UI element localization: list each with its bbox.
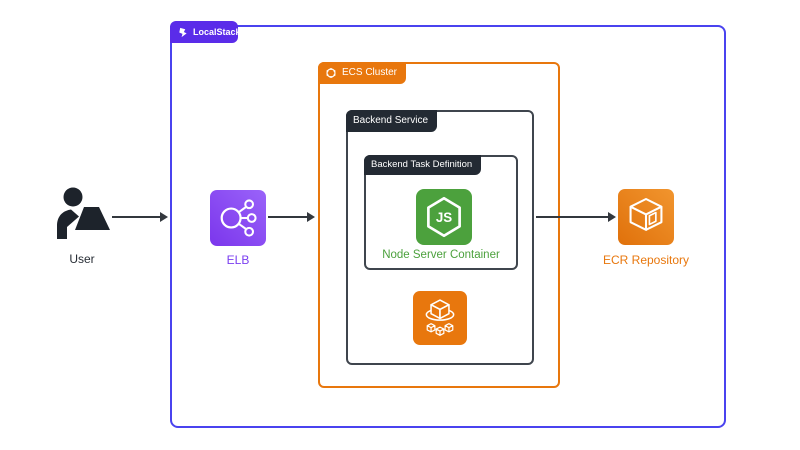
node-server-label: Node Server Container [382,249,500,261]
arrowhead-icon [160,212,168,222]
ecs-cluster-icon [325,67,337,79]
svg-text:JS: JS [436,210,452,225]
elb-label: ELB [226,253,250,267]
localstack-label: LocalStack [193,26,241,37]
ecs-cluster-tab: ECS Cluster [318,62,407,84]
arrowhead-icon [608,212,616,222]
elb-icon [210,190,266,246]
ecs-cluster-label: ECS Cluster [342,67,398,78]
nodejs-hexagon-icon: JS [427,196,461,238]
arrow-elb-to-ecs-cluster [268,212,315,222]
user-icon [54,186,110,240]
ecr-label: ECR Repository [602,253,690,267]
backend-task-tab: Backend Task Definition [364,155,482,175]
backend-service-tab: Backend Service [346,110,438,132]
localstack-logo-icon [177,27,188,38]
backend-service-boundary [346,110,534,365]
ecs-service-cubes-icon [425,299,455,336]
ecs-cluster-boundary [318,62,560,388]
arrow-service-to-ecr [536,212,616,222]
arrow-user-to-elb [112,212,168,222]
ecr-icon [618,189,674,245]
localstack-boundary [170,25,726,428]
backend-service-label: Backend Service [353,115,429,126]
node-server-icon: JS [416,189,472,245]
localstack-tab: LocalStack [170,21,241,43]
load-balancer-icon [220,199,257,237]
ecs-service-icon [413,291,467,345]
arrowhead-icon [307,212,315,222]
user-label: User [69,252,95,266]
backend-task-label: Backend Task Definition [371,159,473,171]
ecr-registry-box-icon [629,197,663,231]
